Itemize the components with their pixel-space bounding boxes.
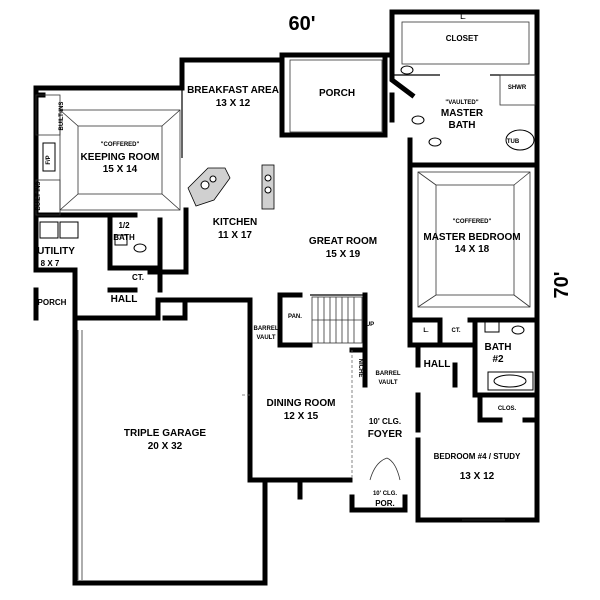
interior-walls [33, 52, 540, 500]
keeping-room-note: "COFFERED" [101, 142, 140, 148]
fixtures [39, 65, 536, 481]
kitchen-size: 11 X 17 [218, 230, 252, 241]
half-bath-label2: BATH [113, 233, 135, 242]
utility-size: 8 X 7 [41, 259, 60, 268]
bedroom4-size: 13 X 12 [460, 471, 495, 482]
barrel-vault-left-label1: BARREL [254, 326, 279, 332]
dining-room-label: DINING ROOM [267, 398, 336, 409]
master-bedroom-note: "COFFERED" [453, 219, 492, 225]
stairs-up-label: UP [366, 322, 374, 328]
depth-dimension: 70' [551, 271, 573, 298]
half-bath-label1: 1/2 [118, 221, 130, 230]
barrel-vault-left-label2: VAULT [256, 335, 275, 341]
bath2-label2: #2 [492, 354, 504, 365]
built-ins-top-label: BUILT-INS [59, 102, 65, 131]
pantry-label: PAN. [288, 314, 302, 320]
closet-marker: L. [460, 15, 466, 21]
hall-left-label: HALL [111, 294, 138, 305]
master-bath-label1: MASTER [441, 108, 484, 119]
fireplace-label: F/P [46, 155, 52, 164]
front-porch-note: 10' CLG. [373, 491, 397, 497]
barrel-vault-right-label2: VAULT [378, 380, 397, 386]
keeping-room-label: KEEPING ROOM [81, 152, 160, 163]
tub-label: TUB [507, 139, 520, 145]
room-labels: BREAKFAST AREA 13 X 12 PORCH CLOSET L. S… [36, 15, 527, 508]
master-bedroom-label: MASTER BEDROOM [423, 232, 520, 243]
master-bath-label2: BATH [448, 120, 475, 131]
kitchen-label: KITCHEN [213, 217, 257, 228]
barrel-vault-right-label1: BARREL [376, 371, 401, 377]
porch-rear-label: PORCH [319, 88, 355, 99]
built-ins-bottom-label: BUILT-INS [36, 182, 42, 211]
bath2-label1: BATH [484, 342, 511, 353]
great-room-size: 15 X 19 [326, 249, 361, 260]
master-bedroom-size: 14 X 18 [455, 244, 490, 255]
master-bath-note: "VAULTED" [445, 100, 478, 106]
bedroom4-label: BEDROOM #4 / STUDY [434, 452, 521, 461]
garage-size: 20 X 32 [148, 441, 183, 452]
niche-label: NICHE [357, 359, 363, 378]
porch-left-label: PORCH [38, 298, 67, 307]
foyer-label: FOYER [368, 429, 403, 440]
keeping-room-size: 15 X 14 [103, 164, 138, 175]
garage-label: TRIPLE GARAGE [124, 428, 207, 439]
utility-label: UTILITY [37, 246, 75, 257]
breakfast-area-size: 13 X 12 [216, 98, 251, 109]
front-porch-label: POR. [375, 499, 395, 508]
shower-label: SHWR [508, 85, 527, 91]
linen-label: L. [423, 328, 429, 334]
closet-ct-left: CT. [132, 273, 144, 282]
closet-ct-right: CT. [452, 328, 461, 334]
hall-right-label: HALL [424, 359, 451, 370]
dining-room-size: 12 X 15 [284, 411, 319, 422]
closet-label: CLOSET [446, 34, 479, 43]
ceiling-details [35, 21, 531, 580]
clos-label: CLOS. [498, 406, 517, 412]
great-room-label: GREAT ROOM [309, 236, 377, 247]
width-dimension: 60' [288, 13, 315, 35]
breakfast-area-label: BREAKFAST AREA [187, 85, 279, 96]
foyer-note: 10' CLG. [369, 417, 401, 426]
